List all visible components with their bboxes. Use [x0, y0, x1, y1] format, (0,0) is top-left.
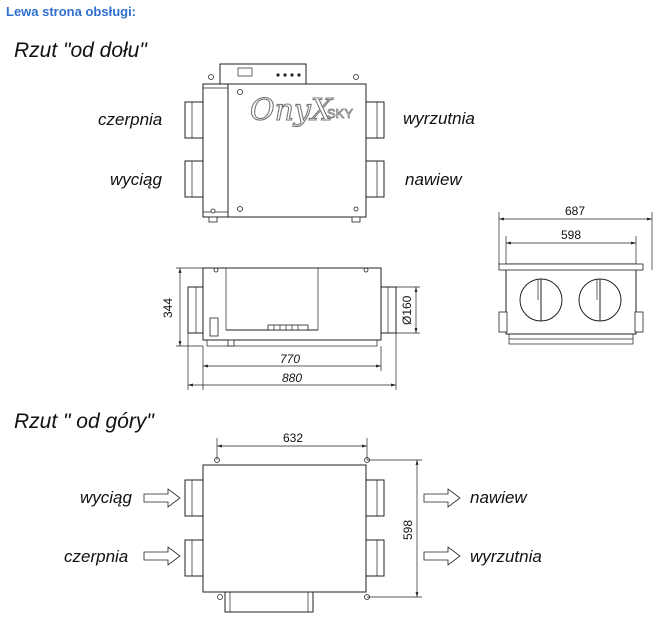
label-wyrzutnia: wyrzutnia: [403, 109, 475, 128]
connector-strip: [267, 324, 309, 331]
control-box: [208, 63, 359, 85]
label-wyciag: wyciąg: [110, 170, 163, 189]
left-spigots: [184, 101, 204, 198]
arrow-out-nawiew: [423, 488, 461, 508]
label-czerpnia-top: czerpnia: [64, 547, 128, 566]
bottom-view: Rzut "od dołu" OnyX SKY: [14, 39, 475, 223]
control-box-top: [224, 591, 314, 613]
label-czerpnia: czerpnia: [98, 110, 162, 129]
brand-logo: OnyX: [250, 93, 334, 128]
right-spigots: [365, 101, 385, 198]
top-view-title: Rzut " od góry": [14, 410, 155, 433]
dim-total-length: 880: [282, 371, 302, 385]
end-view: 687 598: [498, 204, 653, 345]
duct-left-end: [519, 278, 563, 322]
label-nawiew: nawiew: [405, 170, 463, 189]
dim-top-depth: 598: [401, 520, 415, 540]
dim-top-width: 632: [283, 431, 303, 445]
dim-height: 344: [161, 298, 175, 318]
side-view: 344 Ø160 770 880: [161, 267, 420, 390]
unit-body-top: [202, 464, 367, 593]
top-view: Rzut " od góry" 632 598 wyciąg czerpnia …: [14, 410, 542, 613]
unit-body-bottom: [202, 83, 367, 218]
dim-end-inner: 598: [561, 228, 581, 242]
arrow-out-wyrzutnia: [423, 546, 461, 566]
duct-right-end: [578, 278, 622, 322]
label-wyciag-top: wyciąg: [80, 488, 133, 507]
label-wyrzutnia-top: wyrzutnia: [470, 547, 542, 566]
dim-duct: Ø160: [400, 295, 414, 325]
dim-end-total: 687: [565, 204, 585, 218]
section-header: Lewa strona obsługi:: [6, 4, 136, 19]
brand-suffix: SKY: [327, 106, 353, 121]
bottom-view-title: Rzut "od dołu": [14, 39, 148, 62]
dim-inner-length: 770: [280, 352, 300, 366]
arrow-in-czerpnia: [143, 546, 181, 566]
label-nawiew-top: nawiew: [470, 488, 528, 507]
arrow-in-wyciag: [143, 488, 181, 508]
